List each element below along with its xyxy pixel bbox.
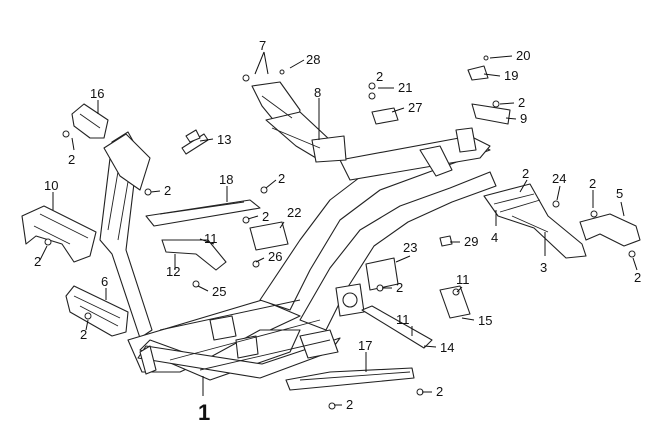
callout-22: 22 xyxy=(287,205,301,220)
bracket-18 xyxy=(145,199,261,227)
callout-2: 2 xyxy=(278,171,285,186)
callout-4: 4 xyxy=(491,230,498,245)
main-frame xyxy=(99,127,497,381)
callout-7: 7 xyxy=(259,38,266,53)
bracket-17 xyxy=(285,367,415,391)
callout-11: 11 xyxy=(204,231,218,246)
callout-23: 23 xyxy=(403,240,417,255)
callout-27: 27 xyxy=(408,100,422,115)
callout-12: 12 xyxy=(166,264,180,279)
bracket-23 xyxy=(365,257,399,291)
callout-1: 1 xyxy=(198,400,210,425)
callout-28: 28 xyxy=(306,52,320,67)
bracket-16 xyxy=(71,103,109,139)
fasteners xyxy=(44,55,636,410)
callout-11: 11 xyxy=(396,312,410,327)
callout-10: 10 xyxy=(44,178,58,193)
callout-14: 14 xyxy=(440,340,454,355)
callout-2: 2 xyxy=(80,327,87,342)
callout-29: 29 xyxy=(464,234,478,249)
bolt-13 xyxy=(181,129,209,155)
callout-labels: 1 2 2 2 2 2 2 2 2 2 2 2 2 2 2 3 4 5 6 7 … xyxy=(34,38,641,425)
callout-2: 2 xyxy=(518,95,525,110)
callout-2: 2 xyxy=(346,397,353,412)
callout-6: 6 xyxy=(101,274,108,289)
callout-2: 2 xyxy=(396,280,403,295)
callout-2: 2 xyxy=(164,183,171,198)
callout-20: 20 xyxy=(516,48,530,63)
callout-5: 5 xyxy=(616,186,623,201)
callout-11: 11 xyxy=(456,272,470,287)
bracket-12 xyxy=(161,239,227,271)
bracket-22 xyxy=(249,221,289,251)
callout-25: 25 xyxy=(212,284,226,299)
clip-29 xyxy=(439,235,453,247)
callout-13: 13 xyxy=(217,132,231,147)
callout-19: 19 xyxy=(504,68,518,83)
callout-9: 9 xyxy=(520,111,527,126)
bracket-15 xyxy=(439,285,471,319)
callout-17: 17 xyxy=(358,338,372,353)
callout-16: 16 xyxy=(90,86,104,101)
bar-14 xyxy=(361,305,433,349)
leader-lines xyxy=(39,51,638,406)
callout-26: 26 xyxy=(268,249,282,264)
rack-3-4 xyxy=(483,183,587,259)
callout-8: 8 xyxy=(314,85,321,100)
bracket-8 xyxy=(251,81,347,163)
callout-24: 24 xyxy=(552,171,566,186)
clip-19 xyxy=(467,65,489,81)
callout-3: 3 xyxy=(540,260,547,275)
callout-2: 2 xyxy=(436,384,443,399)
bracket-6 xyxy=(65,285,129,337)
callout-2: 2 xyxy=(262,209,269,224)
callout-2: 2 xyxy=(634,270,641,285)
plate-27 xyxy=(371,107,399,125)
callout-2: 2 xyxy=(34,254,41,269)
bracket-5 xyxy=(579,213,641,247)
bracket-9 xyxy=(471,103,511,125)
bracket-10 xyxy=(21,205,97,263)
callout-2: 2 xyxy=(522,166,529,181)
callout-2: 2 xyxy=(589,176,596,191)
callout-18: 18 xyxy=(219,172,233,187)
callout-2: 2 xyxy=(68,152,75,167)
callout-2: 2 xyxy=(376,69,383,84)
callout-21: 21 xyxy=(398,80,412,95)
callout-15: 15 xyxy=(478,313,492,328)
